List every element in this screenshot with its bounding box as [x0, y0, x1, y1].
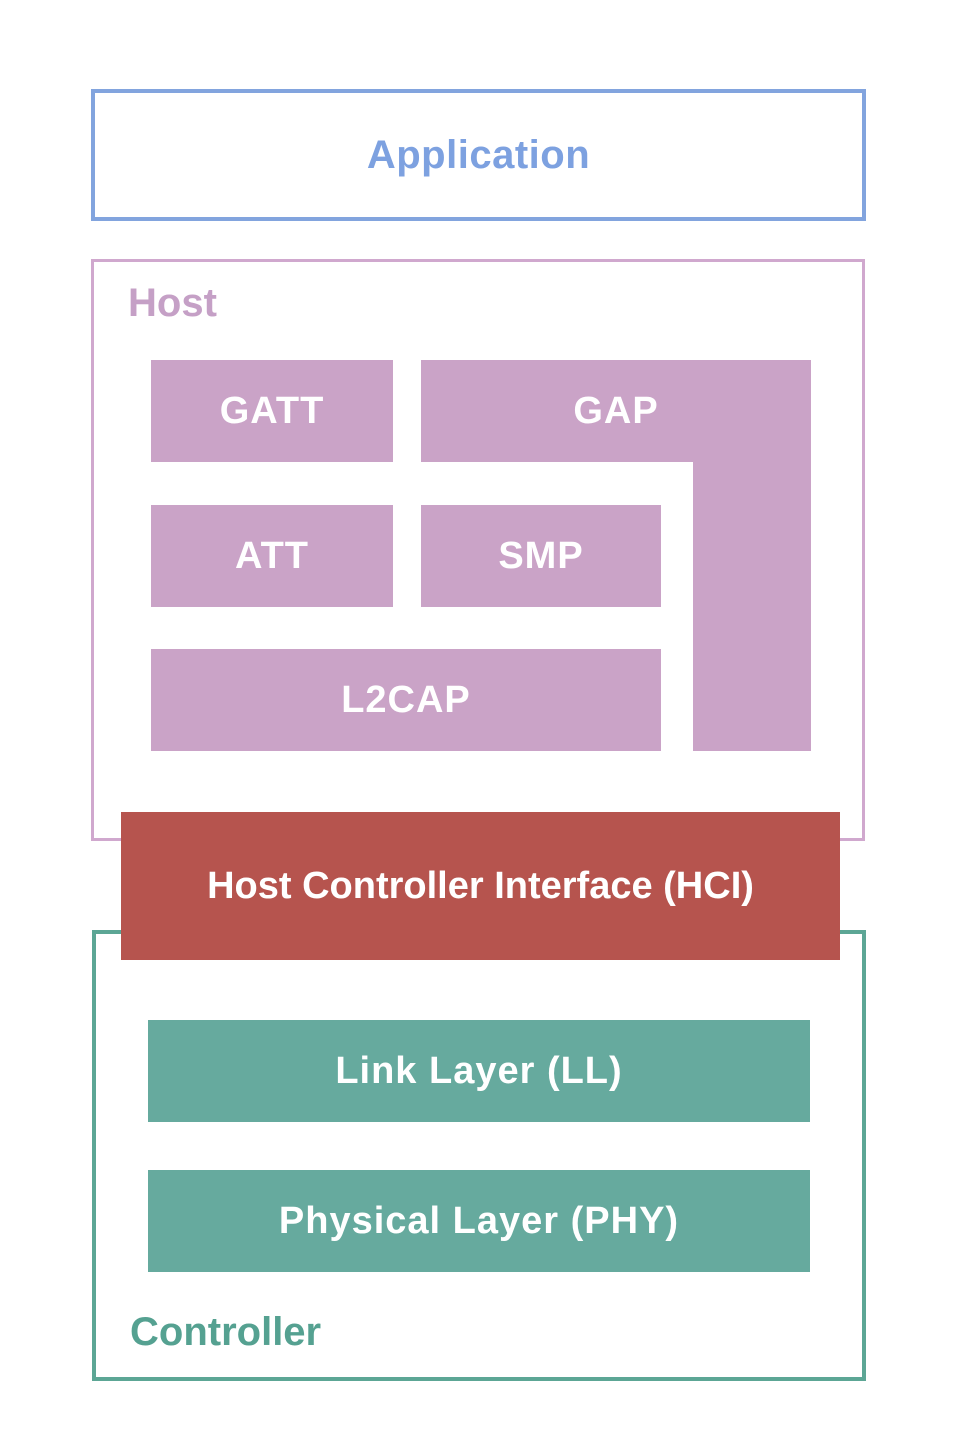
gatt-block: GATT: [151, 360, 393, 462]
application-box: Application: [91, 89, 866, 221]
gap-block-extension: [693, 462, 811, 751]
hci-label: Host Controller Interface (HCI): [207, 864, 754, 907]
hci-block: Host Controller Interface (HCI): [121, 812, 840, 960]
application-label: Application: [366, 132, 591, 177]
gap-block: GAP: [421, 360, 811, 462]
link-layer-block: Link Layer (LL): [148, 1020, 810, 1122]
physical-layer-label: Physical Layer (PHY): [278, 1199, 680, 1242]
att-block: ATT: [151, 505, 393, 607]
att-label: ATT: [234, 534, 310, 577]
l2cap-block: L2CAP: [151, 649, 661, 751]
smp-label: SMP: [498, 534, 584, 577]
link-layer-label: Link Layer (LL): [335, 1049, 623, 1092]
gatt-label: GATT: [219, 389, 325, 432]
host-label: Host: [128, 281, 217, 325]
gap-label: GAP: [573, 389, 659, 432]
l2cap-label: L2CAP: [341, 678, 471, 721]
physical-layer-block: Physical Layer (PHY): [148, 1170, 810, 1272]
controller-label: Controller: [130, 1310, 322, 1354]
smp-block: SMP: [421, 505, 661, 607]
